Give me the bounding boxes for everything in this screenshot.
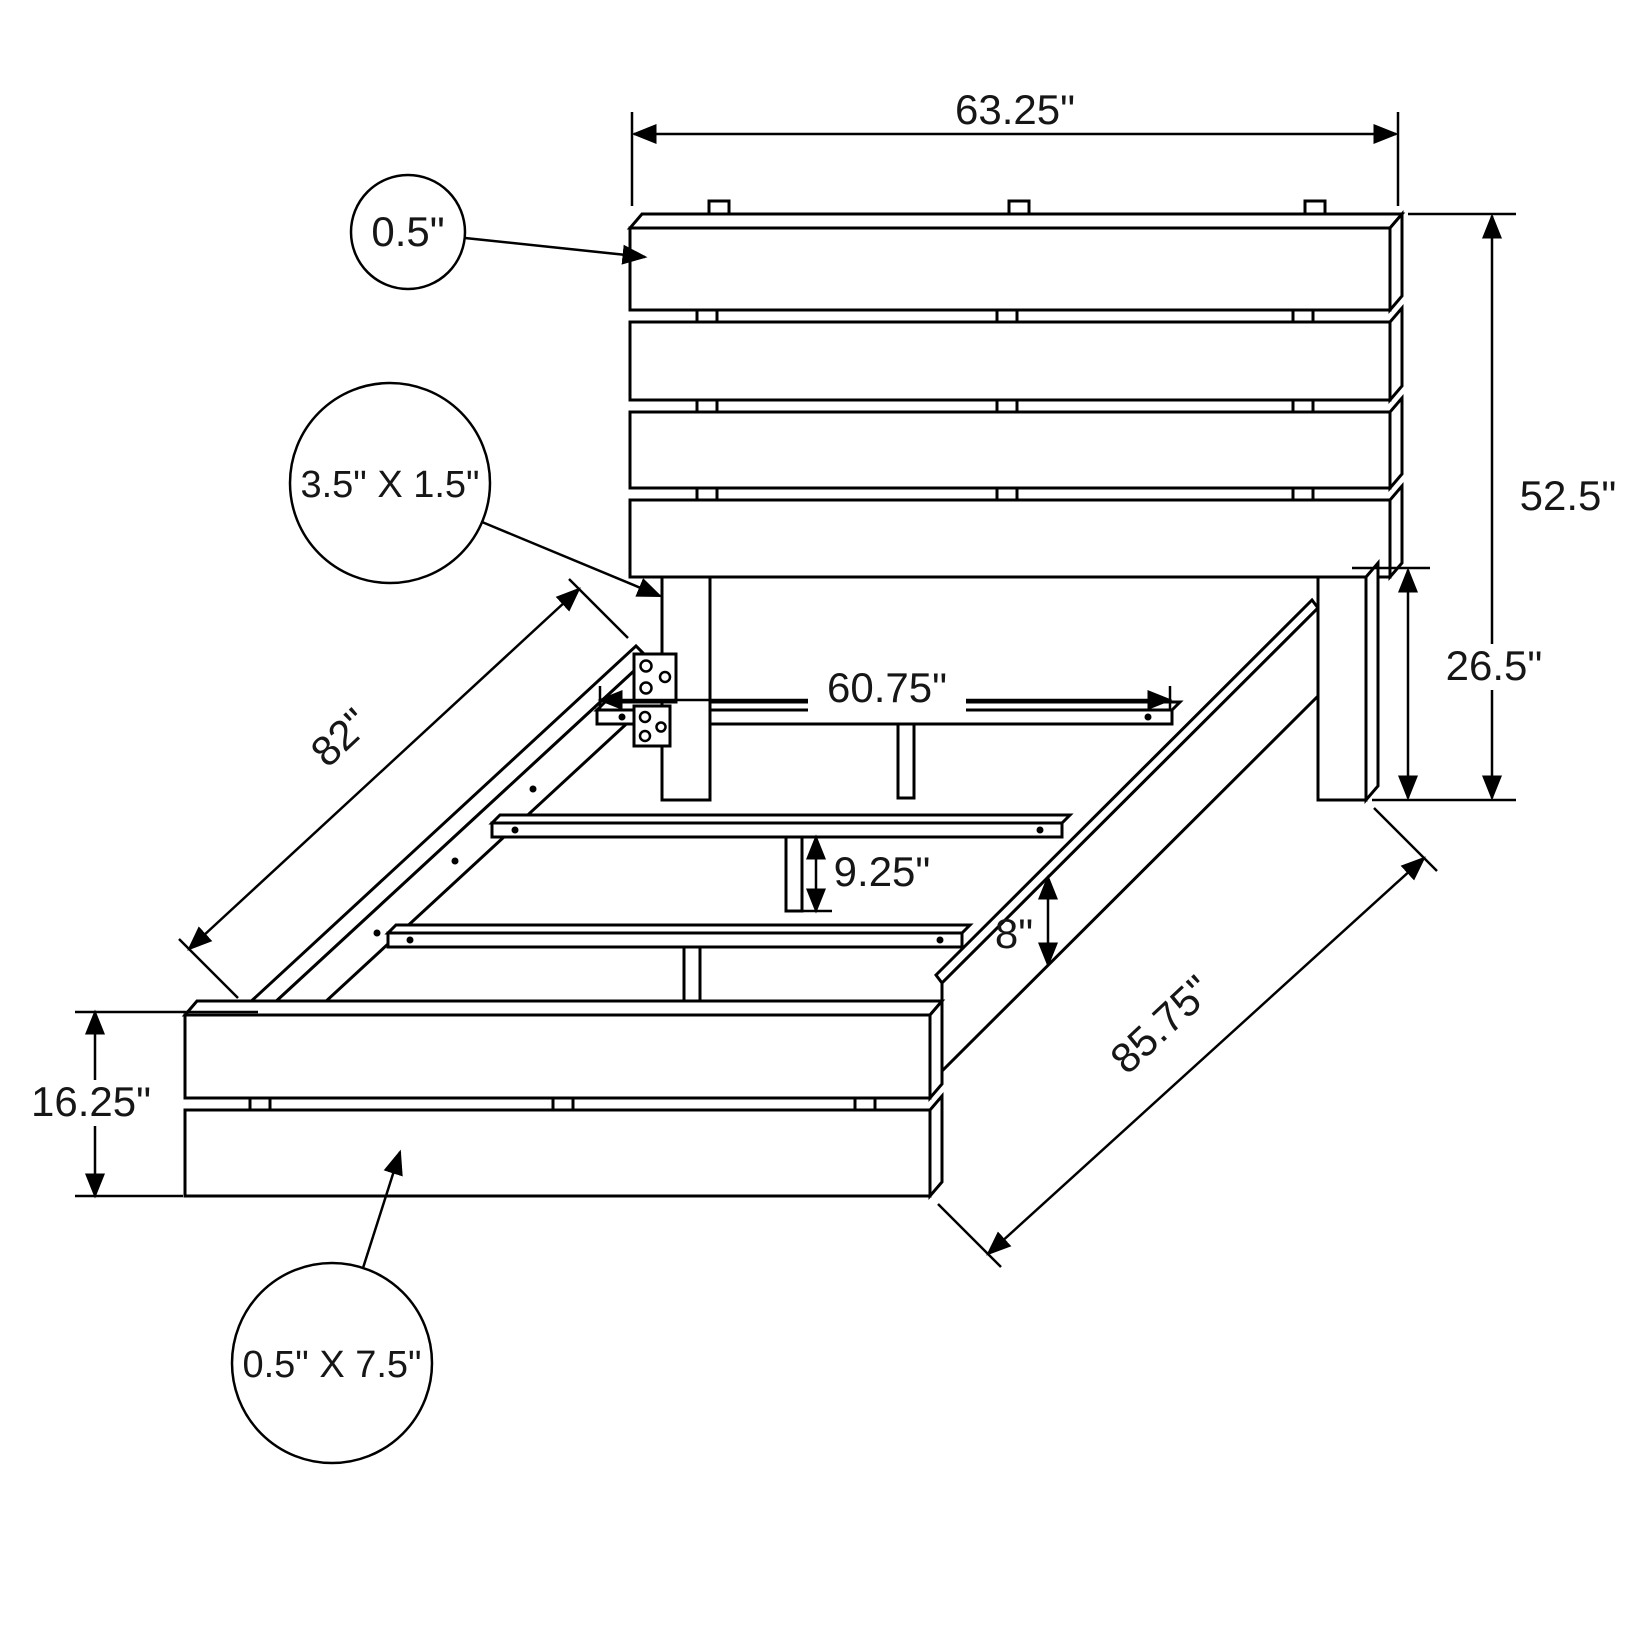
plank-spacer-tab bbox=[1291, 486, 1315, 502]
side-rail-right-face bbox=[940, 604, 1320, 1075]
extension-line bbox=[178, 938, 239, 999]
callout-circle bbox=[349, 173, 467, 291]
headboard-plank-4-side bbox=[1388, 481, 1404, 582]
screw-hole-dot bbox=[936, 936, 944, 944]
dim-label-rail-height: 8" bbox=[995, 910, 1033, 957]
screw-hole-dot bbox=[406, 936, 414, 944]
slat-3 bbox=[386, 931, 964, 949]
dim-label-leg-height: 26.5" bbox=[1446, 642, 1543, 689]
dimension-arrow bbox=[187, 587, 581, 951]
screw-hole-dot bbox=[451, 857, 459, 865]
extension-line bbox=[937, 1203, 1002, 1268]
plank-spacer-tab bbox=[995, 308, 1019, 324]
headboard-plank-1 bbox=[628, 226, 1392, 312]
headboard-plank-2 bbox=[628, 320, 1392, 402]
footboard-plank-2 bbox=[183, 1108, 932, 1198]
footboard-plank-1 bbox=[183, 1013, 932, 1100]
headboard-plank-4 bbox=[628, 498, 1392, 579]
dim-label-footboard-height: 16.25" bbox=[31, 1078, 151, 1125]
headboard-leg-right-side bbox=[1364, 558, 1380, 805]
side-rail-right-top-face bbox=[934, 597, 1320, 986]
extension-line bbox=[1373, 807, 1438, 872]
extension-line bbox=[568, 578, 629, 639]
plank-spacer-tab bbox=[551, 1096, 575, 1112]
headboard-plank-2-side bbox=[1388, 303, 1404, 405]
footboard-plank-1-side bbox=[928, 996, 944, 1103]
callout-label-leg-section: 3.5" X 1.5" bbox=[300, 464, 479, 506]
plank-spacer-tab bbox=[853, 1096, 877, 1112]
dimension-footboard-height: 16.25" bbox=[18, 1009, 258, 1199]
plank-spacer-tab bbox=[995, 398, 1019, 414]
headboard-plank-1-side bbox=[1388, 209, 1404, 315]
callout-circle bbox=[230, 1261, 434, 1465]
dim-label-headboard-width: 63.25" bbox=[955, 86, 1075, 133]
slat-1-center-leg bbox=[896, 722, 916, 800]
plank-spacer-tab bbox=[1291, 308, 1315, 324]
callout-footboard-plank: 0.5" X 7.5" bbox=[230, 1149, 434, 1465]
bolt-hole bbox=[658, 670, 672, 684]
plank-spacer-tab bbox=[695, 486, 719, 502]
bolt-hole bbox=[655, 721, 667, 733]
plank-spacer-tab bbox=[1291, 398, 1315, 414]
slat-2 bbox=[490, 821, 1064, 839]
callout-label-plank-thickness: 0.5" bbox=[371, 208, 444, 255]
label-mask bbox=[1420, 644, 1570, 690]
headboard-leg-right bbox=[1316, 575, 1368, 802]
plank-spacer-tab bbox=[695, 398, 719, 414]
bolt-hole bbox=[638, 729, 652, 743]
screw-hole-dot bbox=[529, 785, 537, 793]
bolt-hole bbox=[639, 659, 653, 673]
dim-label-overall-height: 52.5" bbox=[1520, 472, 1617, 519]
screw-hole-dot bbox=[1144, 713, 1152, 721]
callout-label-footboard-plank: 0.5" X 7.5" bbox=[242, 1344, 421, 1386]
screw-hole-dot bbox=[511, 826, 519, 834]
footboard bbox=[181, 996, 946, 1201]
dimension-headboard-width: 63.25" bbox=[630, 86, 1400, 206]
footboard-plank-2-side bbox=[928, 1091, 944, 1201]
dimension-arrow bbox=[986, 856, 1426, 1256]
leader-line bbox=[464, 236, 648, 265]
dim-label-slat-length: 60.75" bbox=[827, 664, 947, 711]
bracket-hardware bbox=[632, 652, 678, 748]
screw-hole-dot bbox=[618, 713, 626, 721]
headboard-plank-3-side bbox=[1388, 393, 1404, 493]
headboard-plank-3 bbox=[628, 410, 1392, 490]
headboard-top-face bbox=[626, 212, 1406, 230]
bolt-hole bbox=[638, 710, 652, 724]
bolt-hole bbox=[639, 681, 653, 695]
plank-spacer-tab bbox=[695, 308, 719, 324]
callout-leg-section: 3.5" X 1.5" bbox=[288, 381, 663, 598]
slat-2-center-leg bbox=[784, 835, 804, 913]
plank-spacer-tab bbox=[995, 486, 1019, 502]
screw-hole-dot bbox=[373, 929, 381, 937]
dimension-overall-length: 85.75" bbox=[937, 807, 1438, 1268]
dimension-slat-length: 60.75" bbox=[597, 664, 1173, 712]
plank-spacer-tab bbox=[248, 1096, 272, 1112]
leader-line bbox=[361, 1149, 403, 1269]
dim-label-rail-length: 82" bbox=[302, 699, 379, 775]
footboard-top-face bbox=[181, 999, 946, 1017]
label-mask bbox=[18, 1080, 164, 1126]
dim-label-overall-length: 85.75" bbox=[1101, 966, 1221, 1082]
callouts: 0.5" 3.5" X 1.5" 0.5" X 7.5" bbox=[230, 173, 663, 1465]
screw-hole-dot bbox=[1036, 826, 1044, 834]
headboard bbox=[626, 199, 1406, 805]
leader-line bbox=[481, 520, 663, 598]
dim-label-support-height: 9.25" bbox=[834, 848, 931, 895]
callout-plank-thickness: 0.5" bbox=[349, 173, 648, 291]
callout-circle bbox=[288, 381, 492, 585]
dimension-leg-height: 26.5" bbox=[1352, 566, 1570, 801]
dimension-support-height: 9.25" bbox=[802, 834, 931, 914]
dimension-overall-height: 52.5" bbox=[1372, 212, 1617, 802]
label-mask bbox=[808, 666, 966, 712]
